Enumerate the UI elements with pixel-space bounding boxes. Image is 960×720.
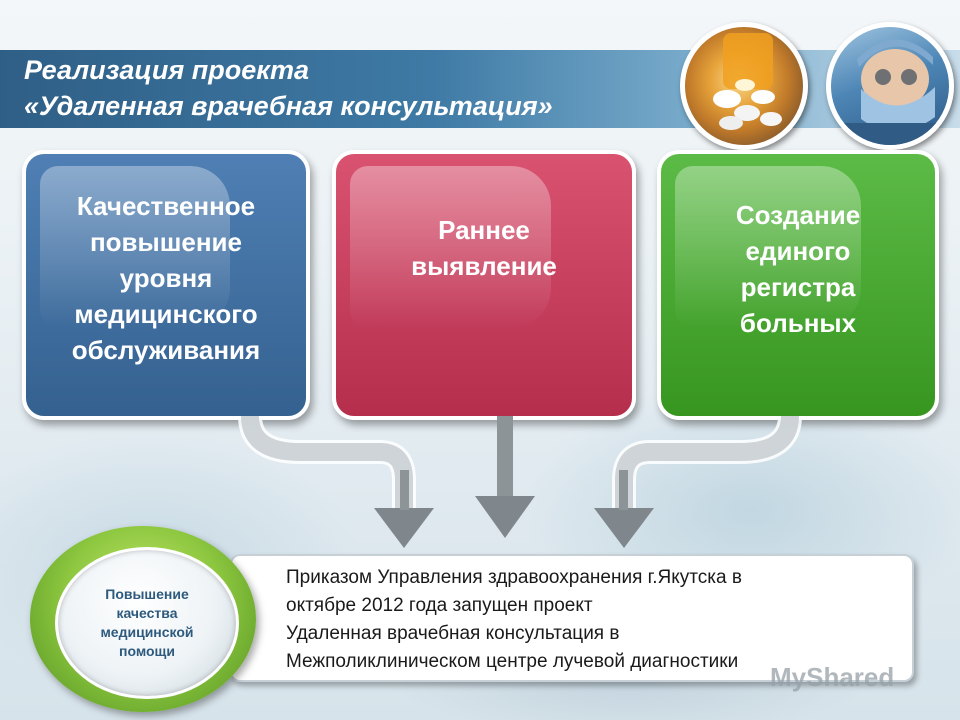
pill: [713, 90, 741, 108]
doctor-photo: [826, 22, 954, 150]
arrow-center-shaft: [497, 416, 513, 498]
badge: Повышение качества медицинской помощи: [55, 547, 239, 699]
card-quality-text: Качественное повышение уровня медицинско…: [71, 191, 261, 365]
pill: [719, 116, 743, 130]
info-box: [230, 554, 914, 682]
card-early-text: Раннее выявление: [411, 215, 557, 281]
pills-illustration: [713, 33, 782, 130]
surgical-cap: [857, 39, 933, 67]
pill: [734, 105, 760, 121]
arrow-left-stem: [400, 470, 409, 510]
doctor-face: [861, 49, 929, 109]
info-text: Приказом Управления здравоохранения г.Як…: [286, 567, 742, 672]
card-quality-improvement: Качественное повышение уровня медицинско…: [22, 150, 310, 420]
pill-bottle: [723, 33, 773, 89]
arrow-center-head: [475, 496, 535, 538]
magnifier-lens: [901, 69, 917, 85]
arrow-right-head: [594, 508, 654, 548]
pill: [751, 90, 775, 104]
surgical-mask: [861, 87, 935, 132]
arrow-left-head: [374, 508, 434, 548]
title-line-2: «Удаленная врачебная консультация»: [24, 91, 553, 121]
arrow-left-shaft: [241, 415, 413, 512]
pill: [760, 112, 782, 126]
title-line-1: Реализация проекта: [24, 55, 309, 85]
pill: [735, 79, 755, 91]
arrow-right-stem: [619, 470, 628, 510]
arrow-right-shaft-highlight: [612, 415, 802, 512]
magnifier-lens: [875, 69, 891, 85]
card-registry-text: Создание единого регистра больных: [735, 200, 861, 338]
pills-photo: [680, 22, 808, 150]
badge-text: Повышение качества медицинской помощи: [100, 586, 194, 659]
page-title: Реализация проекта «Удаленная врачебная …: [24, 52, 684, 124]
card-early-detection: Раннее выявление: [332, 150, 636, 420]
card-patient-registry: Создание единого регистра больных: [657, 150, 939, 420]
arrow-left-shaft-highlight: [238, 415, 416, 512]
arrow-right-shaft: [615, 415, 799, 512]
watermark: MyShared: [770, 662, 895, 692]
